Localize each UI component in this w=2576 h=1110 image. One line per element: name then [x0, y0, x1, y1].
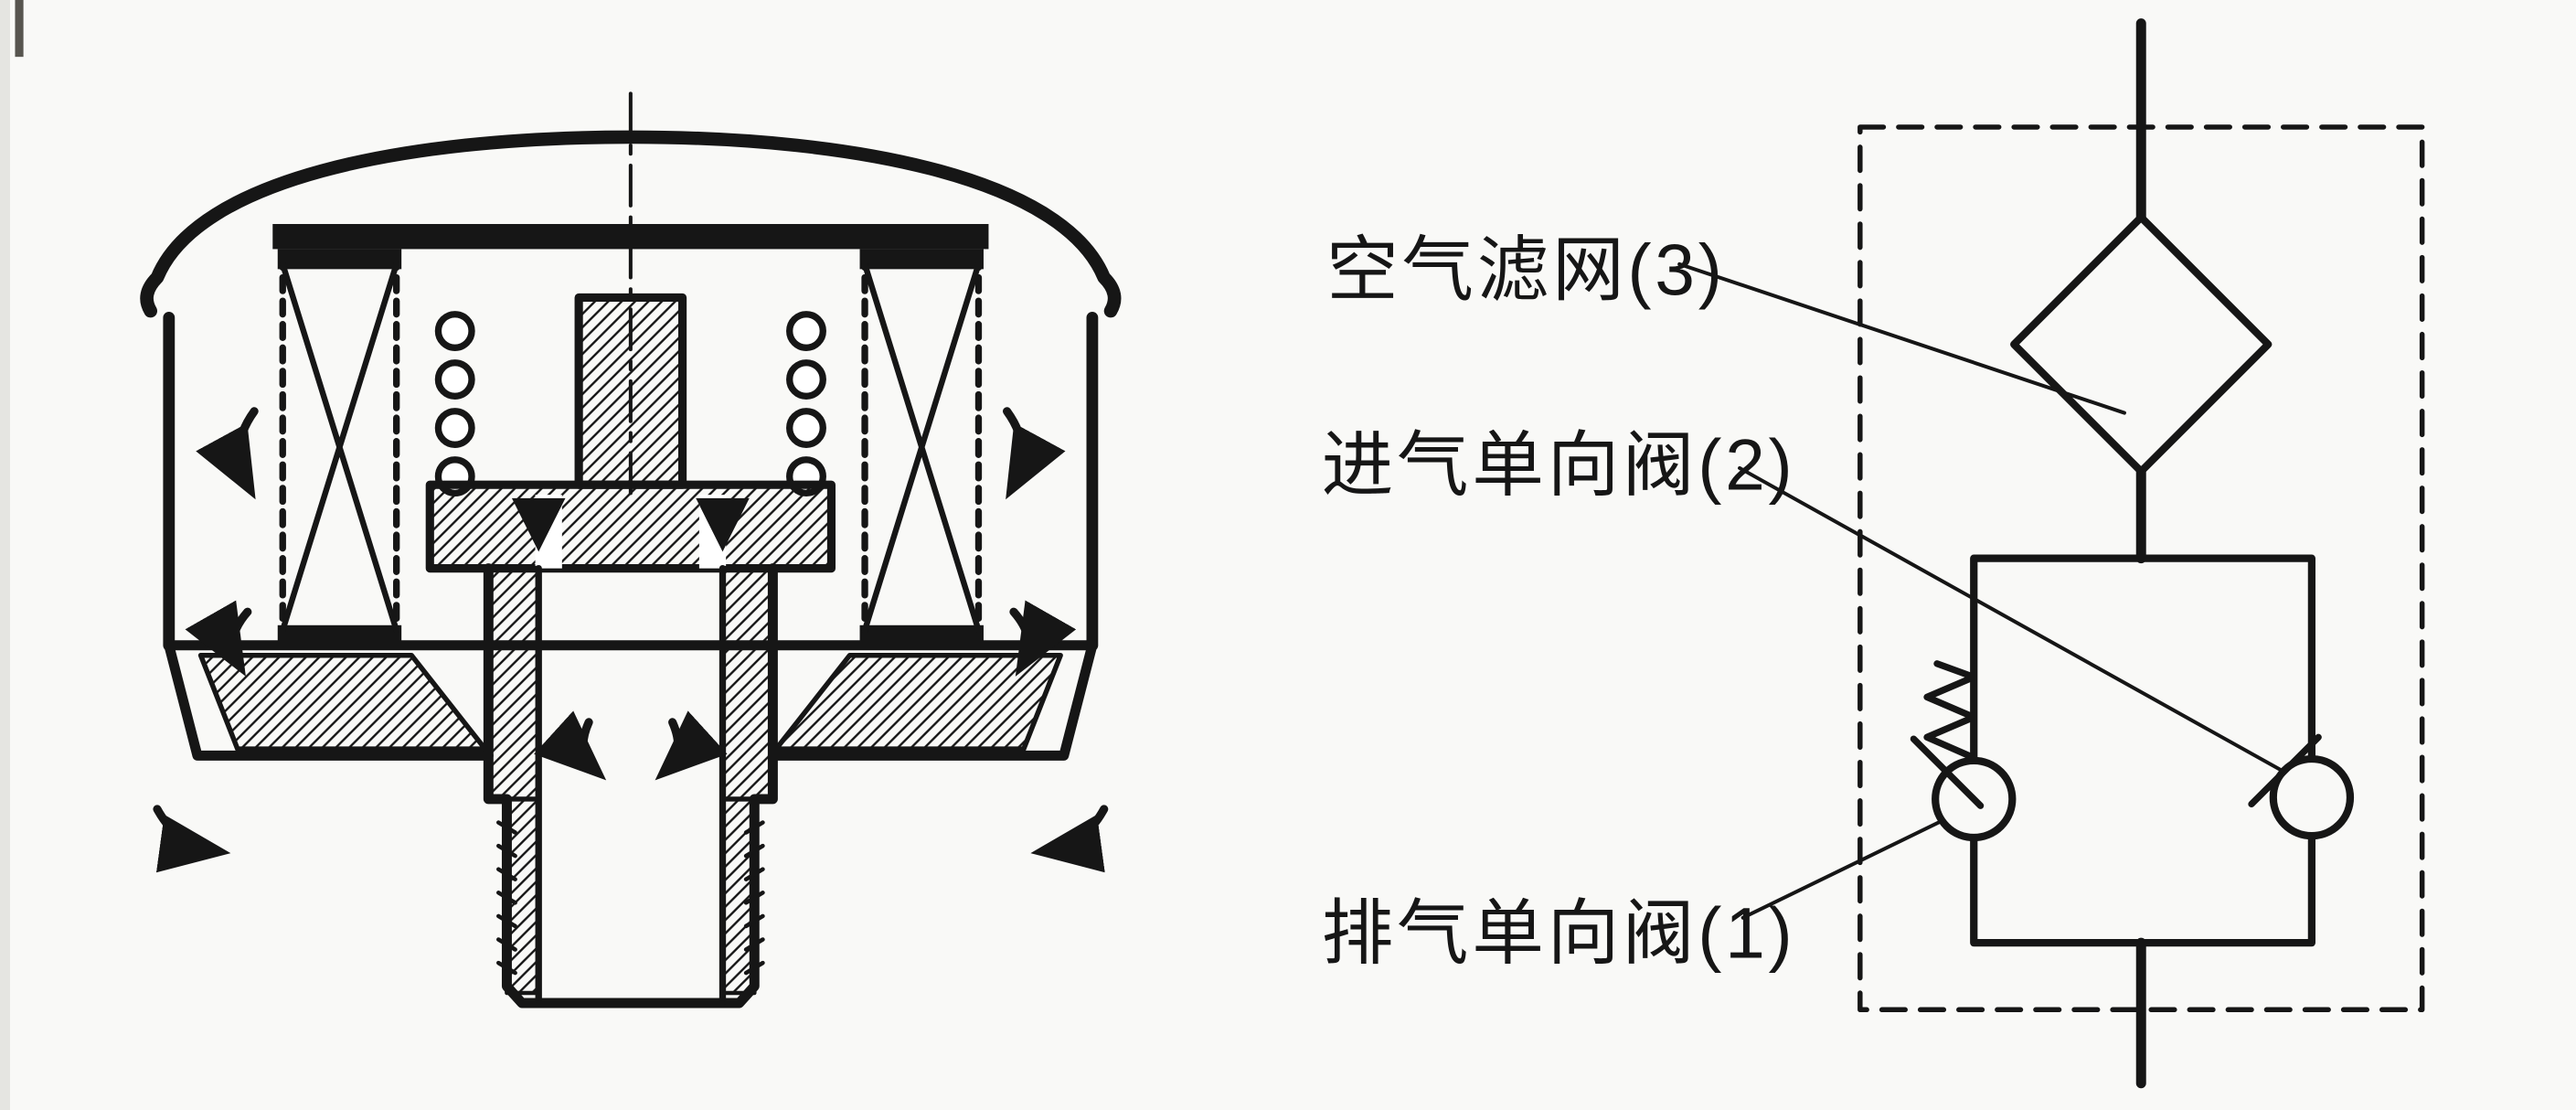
filter-element-left: [277, 249, 402, 649]
valve-flange: [425, 480, 836, 573]
airflow-arrow: [196, 407, 259, 500]
breather-cap-cross-section: [140, 91, 1122, 1009]
nozzle-bore: [535, 564, 727, 1007]
spring-coil-left: [434, 311, 475, 497]
airflow-arrow: [534, 710, 607, 781]
base-plate: [164, 640, 1098, 761]
label-air-filter: 空气滤网(3): [1326, 229, 1725, 310]
airflow-arrow: [185, 600, 252, 677]
leader-line-air-filter: [1677, 261, 2126, 415]
thread-ticks: [496, 820, 765, 976]
spring-symbol: [1923, 660, 1977, 760]
exhaust-check-valve-symbol: [1910, 735, 2017, 842]
dome-outline: [140, 130, 1122, 318]
air-filter-symbol: [2010, 213, 2273, 475]
spring-coil-right: [786, 311, 826, 497]
airflow-arrow: [1003, 407, 1066, 500]
top-plate: [272, 223, 989, 250]
nozzle-wall-left: [485, 565, 541, 802]
nozzle-wall-right: [719, 565, 776, 802]
poppet-valve-right: [696, 497, 750, 552]
label-exhaust-check-valve: 排气单向阀(1): [1322, 893, 1796, 974]
center-stem: [574, 293, 687, 489]
airflow-arrow: [153, 805, 231, 873]
label-intake-check-valve: 进气单向阀(2): [1322, 425, 1796, 506]
leader-line-intake-valve: [1738, 465, 2287, 774]
scan-corner-mark: [15, 0, 24, 58]
poppet-valve-left: [511, 497, 566, 552]
airflow-arrows: [153, 407, 1109, 873]
threaded-nozzle: [483, 563, 778, 1009]
pneumatic-schematic: 空气滤网(3) 进气单向阀(2) 排气单向阀(1): [1322, 18, 2425, 1089]
valve-body-rect: [1970, 554, 2315, 947]
leader-line-exhaust-valve: [1740, 818, 1944, 920]
airflow-arrow: [655, 710, 728, 781]
scan-edge-strip: [0, 0, 10, 1110]
filter-element-right: [859, 249, 984, 649]
airflow-arrow: [1009, 600, 1077, 677]
airflow-arrow: [1030, 805, 1109, 873]
intake-check-valve-symbol: [2248, 733, 2355, 840]
